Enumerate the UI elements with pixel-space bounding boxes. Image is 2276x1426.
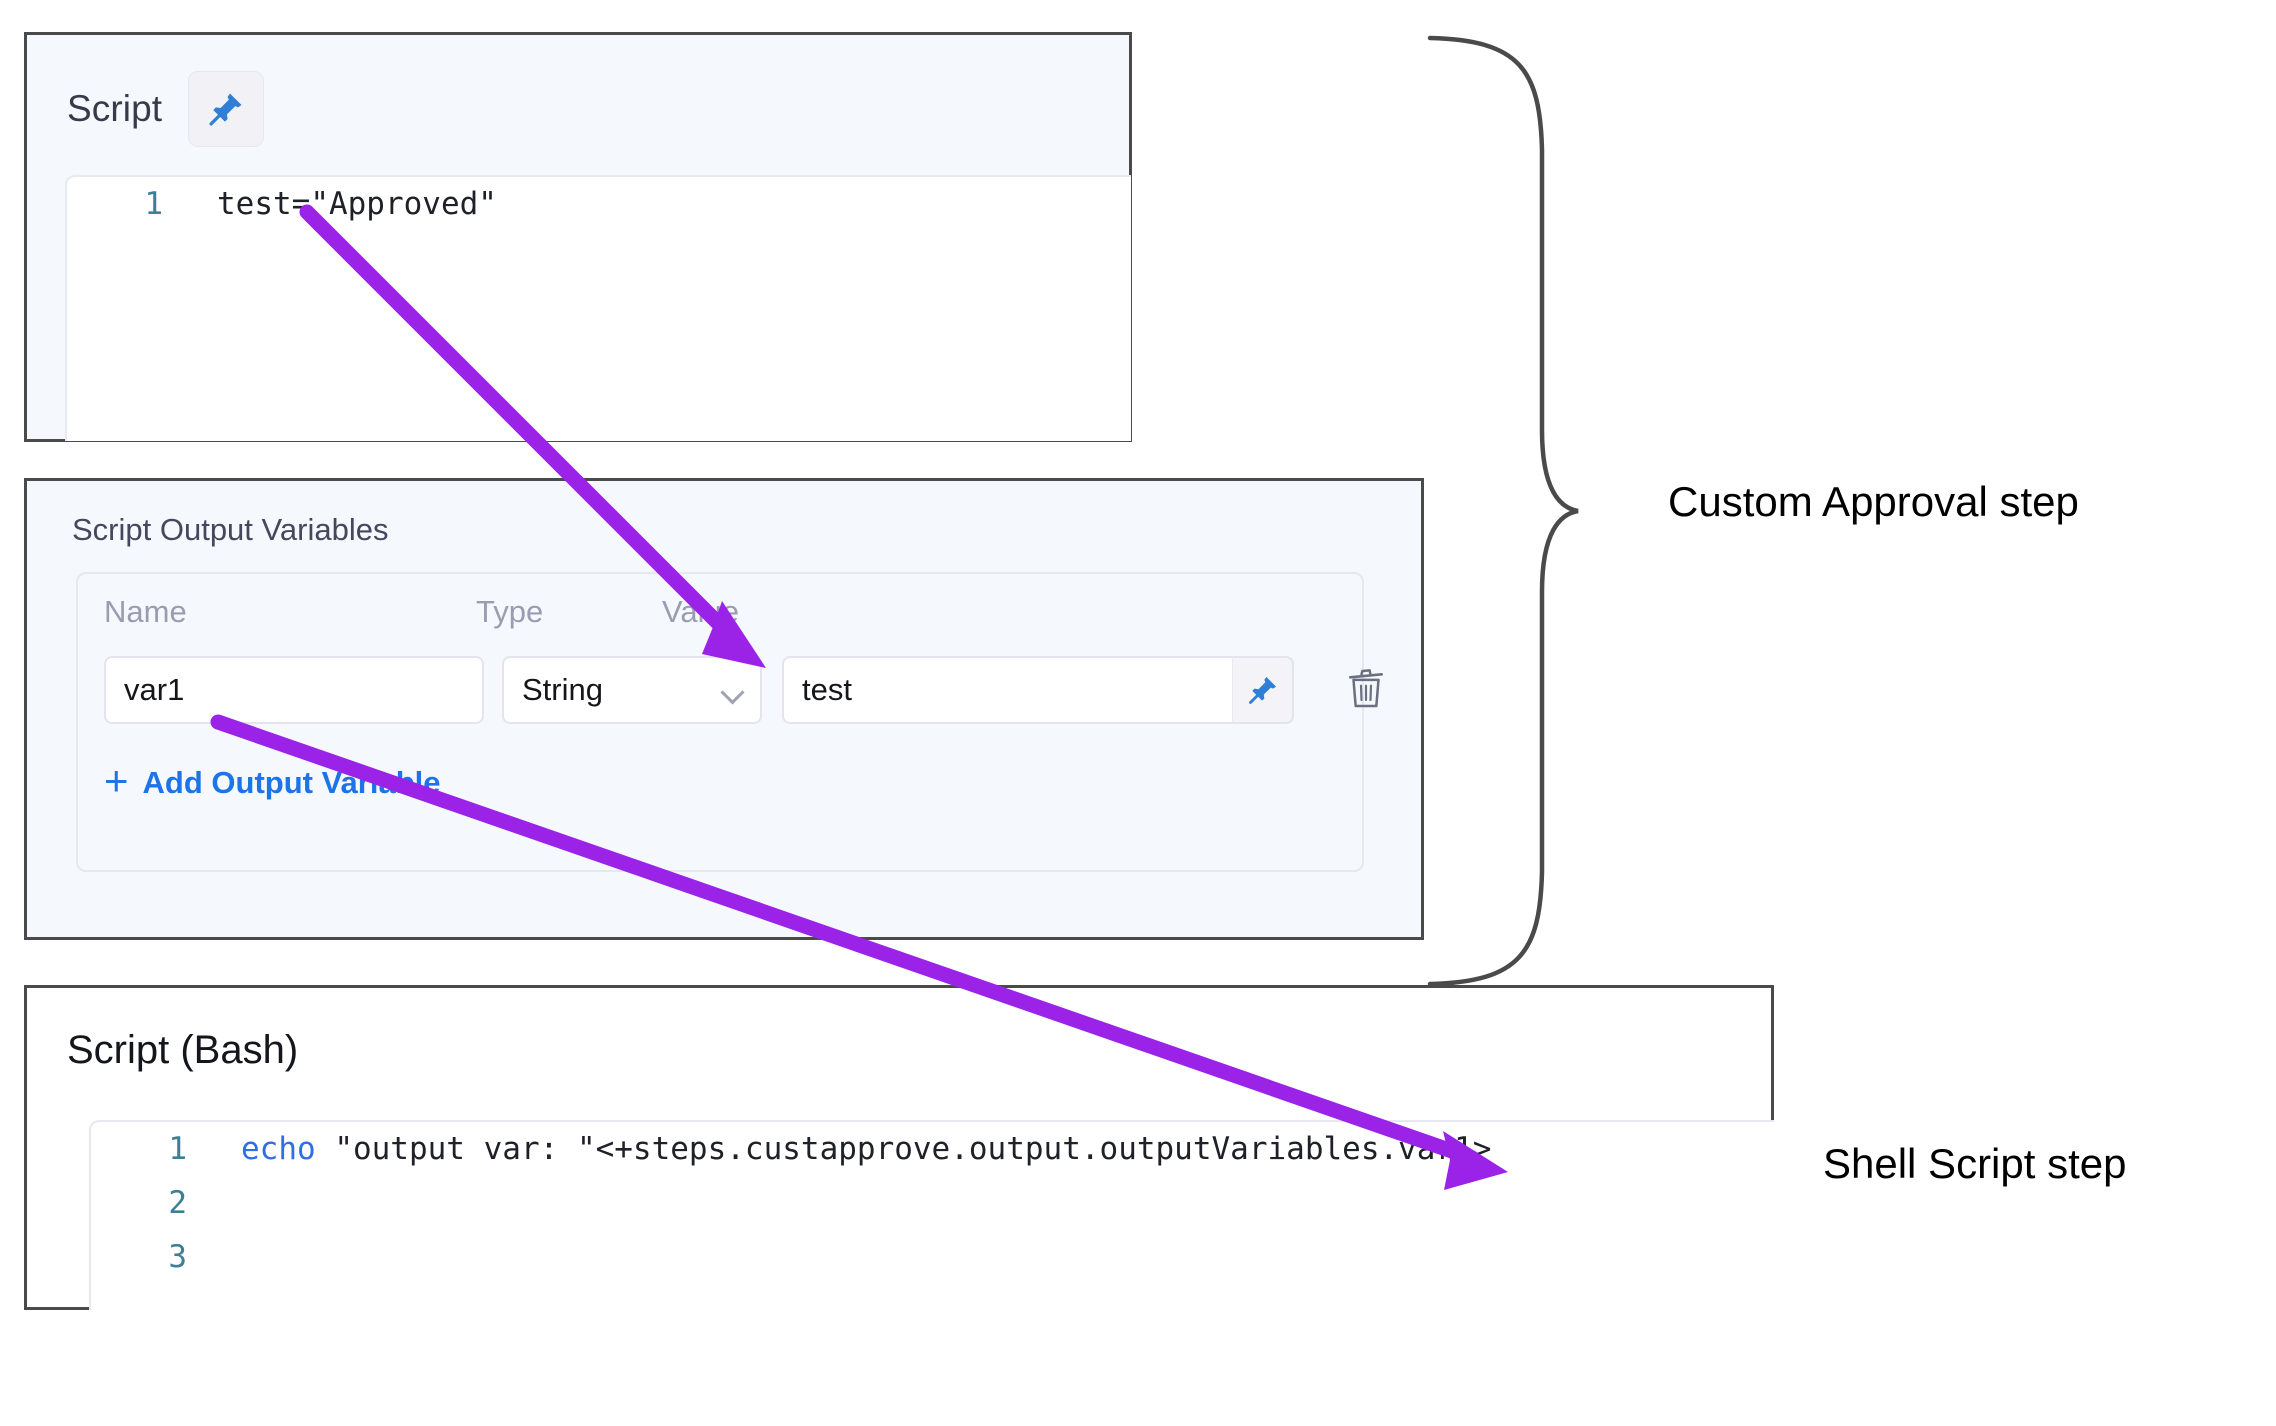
output-variable-value-input[interactable] [784,672,1292,708]
line-number: 2 [168,1185,187,1221]
add-output-variable-label: Add Output Variable [142,765,441,800]
delete-output-variable-button[interactable] [1336,654,1396,724]
column-header-name: Name [104,594,187,629]
script-panel-title: Script [67,88,163,129]
pushpin-icon [1248,676,1276,704]
code-keyword: echo [241,1131,316,1167]
output-variable-type-select[interactable]: String [502,656,762,724]
annotation-shell-script-step: Shell Script step [1823,1140,2127,1187]
code-line-body: "output var: "<+steps.custapprove.output… [315,1131,1492,1167]
script-code-editor[interactable]: 1 test="Approved" [65,175,1131,441]
plus-icon: + [104,757,129,804]
column-header-type: Type [476,594,544,629]
script-output-variables-title: Script Output Variables [72,512,389,547]
chevron-down-icon [722,684,744,696]
code-line: 3 [91,1230,1774,1284]
value-pushpin-icon-button[interactable] [1232,656,1294,724]
output-variables-card: Name Type Value String [76,572,1383,872]
type-select-value: String [522,672,603,707]
output-variable-value-group [782,656,1294,724]
line-number: 3 [168,1239,187,1275]
add-output-variable-link[interactable]: + Add Output Variable [104,757,441,804]
output-variable-value-field[interactable] [782,656,1294,724]
trash-icon [1349,669,1383,708]
bash-script-panel: Script (Bash) 1 echo "output var: "<+ste… [24,985,1774,1310]
pushpin-icon-button[interactable] [188,71,265,147]
code-line-text: echo "output var: "<+steps.custapprove.o… [187,1122,1491,1176]
code-line-text: test="Approved" [217,186,497,222]
output-variables-column-headers: Name Type Value [78,594,1362,634]
annotation-custom-approval-step: Custom Approval step [1668,478,2079,525]
output-variable-name-input[interactable] [106,672,482,708]
script-panel: Script 1 test="Approved" [24,32,1132,442]
line-number: 1 [168,1131,187,1167]
output-variable-name-field[interactable] [104,656,484,724]
curly-brace-icon [1427,35,1579,987]
bash-code-editor[interactable]: 1 echo "output var: "<+steps.custapprove… [89,1120,1774,1310]
pushpin-icon [209,93,242,126]
script-panel-header: Script [27,35,1129,147]
code-line: 1 echo "output var: "<+steps.custapprove… [91,1122,1774,1176]
type-select-inner[interactable]: String [504,672,760,708]
column-header-value: Value [662,594,739,629]
bash-script-panel-title: Script (Bash) [67,1028,299,1072]
code-line: 1 test="Approved" [67,177,1131,231]
line-number: 1 [144,186,163,222]
code-line: 2 [91,1176,1774,1230]
